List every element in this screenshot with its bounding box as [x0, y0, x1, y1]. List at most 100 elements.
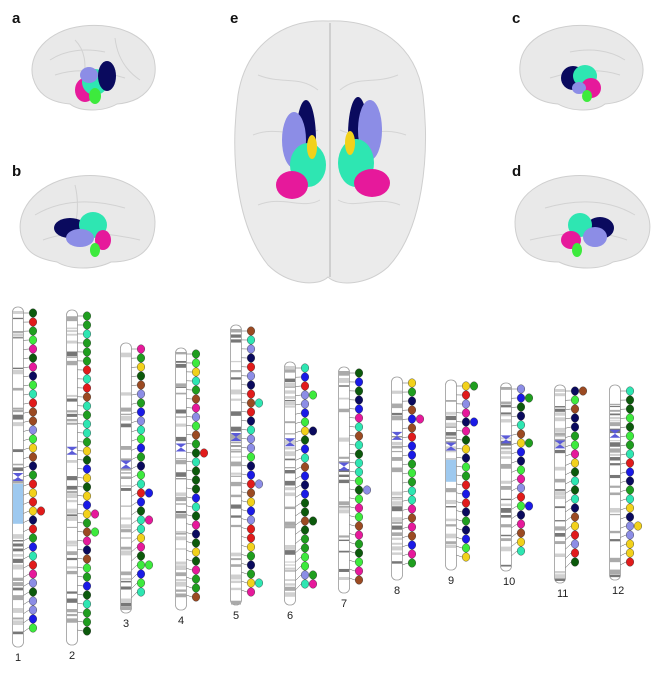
locus-connector [295, 430, 302, 433]
locus-connector [402, 436, 409, 438]
locus-marker [136, 587, 145, 597]
chromosome-band [231, 441, 241, 444]
chromosome-band [555, 526, 565, 531]
locus-connector [511, 514, 518, 519]
chromosome-band [285, 421, 295, 424]
chromosome-label-5: 5 [233, 610, 239, 622]
locus-connector [186, 559, 193, 562]
chromosome-band [392, 457, 402, 461]
locus-marker [408, 405, 417, 415]
locus-marker [82, 329, 91, 339]
locus-connector [620, 489, 627, 492]
chromosome-band [13, 554, 23, 557]
locus-marker [82, 599, 91, 609]
locus-marker [517, 420, 526, 430]
locus-connector [241, 429, 248, 431]
locus-connector [186, 532, 193, 535]
chromosome-band [392, 441, 402, 446]
chromosome-band [285, 386, 295, 388]
locus-marker [82, 437, 91, 447]
chromosome-band [231, 360, 241, 363]
chromosome-band [501, 524, 511, 528]
locus-connector [241, 482, 248, 485]
locus-connector [241, 437, 248, 440]
locus-connector [77, 522, 84, 524]
chromosome-band [392, 517, 402, 522]
chromosome-band [67, 413, 77, 417]
locus-connector [565, 453, 572, 457]
locus-connector [131, 402, 138, 405]
locus-marker [301, 426, 310, 436]
chromosome-band [339, 568, 349, 572]
locus-connector [23, 411, 30, 414]
chromosome-band [121, 586, 131, 590]
chromosome-band [392, 450, 402, 453]
locus-marker [82, 311, 91, 321]
locus-connector [295, 403, 302, 406]
chromosome-band [231, 450, 241, 453]
locus-connector [620, 453, 627, 456]
chromosome-band [339, 437, 349, 442]
locus-marker [246, 371, 255, 381]
locus-marker [191, 403, 200, 413]
locus-marker [29, 452, 38, 462]
chromosome-band [610, 409, 620, 412]
locus-connector [131, 411, 138, 414]
locus-marker [517, 528, 526, 538]
chromosome-band [13, 369, 23, 375]
chromosome-band [501, 508, 511, 513]
chromosome-band [13, 410, 23, 413]
locus-marker [626, 386, 635, 396]
locus-marker [301, 570, 310, 580]
locus-connector [186, 594, 193, 598]
locus-marker [626, 413, 635, 423]
brain-view-e [234, 20, 426, 284]
locus-connector [241, 580, 248, 584]
locus-marker [517, 483, 526, 493]
chromosome-band [501, 447, 511, 450]
chromosome-band [176, 458, 186, 460]
locus-connector [186, 416, 193, 418]
locus-connector [456, 483, 463, 486]
locus-marker [136, 389, 145, 399]
locus-marker [246, 353, 255, 363]
locus-marker [82, 383, 91, 393]
chromosome-band [121, 505, 131, 507]
chromosome-band [231, 456, 241, 458]
locus-marker [571, 530, 580, 540]
locus-marker [136, 416, 145, 426]
chromosome-band [121, 550, 131, 556]
locus-connector [23, 465, 30, 469]
chromosome-band [555, 466, 565, 471]
locus-connector [131, 447, 138, 451]
chromosome-band [176, 416, 186, 418]
locus-marker [246, 398, 255, 408]
chromosome-band [555, 427, 565, 432]
locus-marker [408, 522, 417, 532]
chromosome-band [176, 593, 186, 598]
locus-connector [565, 444, 572, 448]
locus-marker [82, 572, 91, 582]
locus-marker [82, 563, 91, 573]
locus-marker [191, 385, 200, 395]
locus-connector [402, 517, 409, 520]
chromosome-band [121, 423, 131, 428]
chromosome-label-11: 11 [557, 588, 568, 600]
chromosome-band [392, 403, 402, 409]
locus-marker [136, 578, 145, 588]
chromosome-band [176, 409, 186, 414]
chromosome-band [67, 340, 77, 344]
locus-marker [246, 488, 255, 498]
locus-connector [456, 456, 463, 459]
chromosome-band [339, 469, 349, 473]
locus-connector [620, 435, 627, 437]
locus-marker [246, 326, 255, 336]
locus-marker [246, 335, 255, 345]
locus-marker [82, 392, 91, 402]
locus-connector [186, 541, 193, 544]
chromosome-band [610, 422, 620, 427]
chromosome-band [176, 492, 186, 497]
locus-marker [301, 543, 310, 553]
chromosome-band [610, 413, 620, 416]
locus-marker [571, 413, 580, 423]
